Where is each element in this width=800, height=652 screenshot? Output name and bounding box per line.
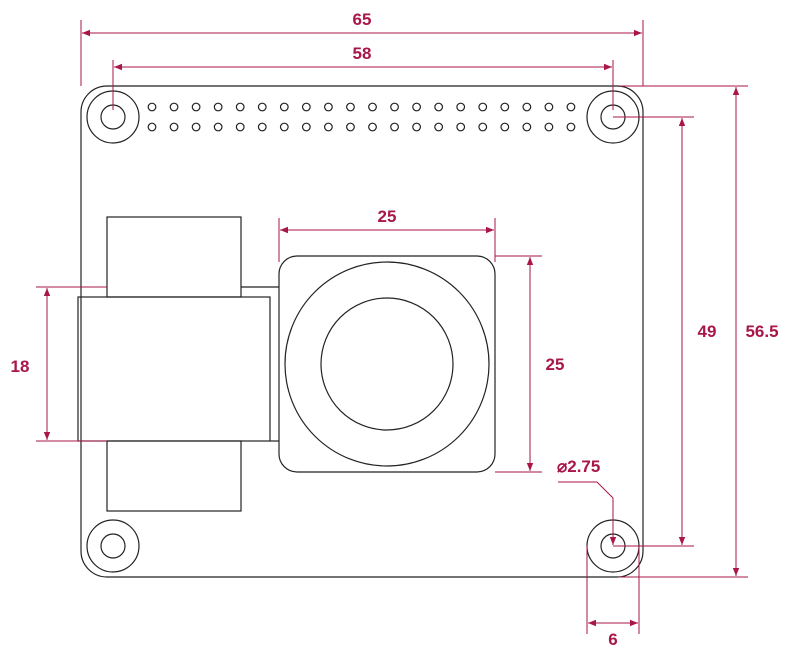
header-pin bbox=[279, 102, 289, 112]
lens-housing bbox=[284, 261, 490, 467]
header-pin bbox=[390, 122, 399, 132]
header-pin bbox=[368, 122, 377, 132]
gpio-header bbox=[147, 102, 576, 132]
header-pin bbox=[434, 102, 444, 112]
header-pin bbox=[324, 102, 333, 112]
header-pin bbox=[478, 102, 488, 112]
header-pin bbox=[147, 102, 157, 112]
svg-text:25: 25 bbox=[546, 355, 565, 374]
header-pin bbox=[324, 122, 333, 132]
svg-text:58: 58 bbox=[353, 44, 372, 63]
header-pin bbox=[456, 102, 466, 112]
svg-text:⌀2.75: ⌀2.75 bbox=[557, 457, 600, 476]
dimension-hole-diameter: ⌀2.75 bbox=[557, 457, 617, 545]
header-pin bbox=[147, 122, 157, 132]
lens bbox=[320, 297, 454, 431]
header-pin bbox=[257, 102, 267, 112]
mounting-hole bbox=[86, 519, 140, 573]
header-pin bbox=[390, 102, 399, 112]
header-pin bbox=[191, 122, 201, 132]
svg-text:65: 65 bbox=[353, 10, 372, 29]
header-pin bbox=[346, 122, 355, 132]
header-pin bbox=[235, 102, 245, 112]
header-pin bbox=[544, 102, 554, 112]
header-pin bbox=[456, 122, 466, 132]
header-pin bbox=[213, 102, 223, 112]
svg-text:18: 18 bbox=[11, 357, 30, 376]
svg-text:25: 25 bbox=[378, 207, 397, 226]
dimension-hole-spacing-x: 58 bbox=[112, 44, 614, 110]
header-pin bbox=[566, 102, 576, 112]
header-pin bbox=[412, 122, 422, 132]
header-pin bbox=[301, 122, 311, 132]
dimension-hole-spacing-y: 49 bbox=[613, 116, 717, 547]
header-pin bbox=[235, 122, 245, 132]
header-pin bbox=[412, 102, 422, 112]
header-pin bbox=[169, 122, 179, 132]
dimension-camera-height: 25 bbox=[495, 255, 565, 473]
dimension-hole-offset: 6 bbox=[586, 546, 640, 649]
dimension-board-width: 65 bbox=[80, 10, 644, 86]
dimension-connector-height: 18 bbox=[11, 286, 107, 442]
header-pin bbox=[301, 102, 311, 112]
camera-module bbox=[278, 255, 496, 473]
header-pin bbox=[522, 122, 532, 132]
header-pin bbox=[478, 122, 488, 132]
header-pin bbox=[368, 102, 377, 112]
header-pin bbox=[566, 122, 576, 132]
ribbon-connector bbox=[77, 216, 279, 512]
svg-text:6: 6 bbox=[608, 630, 617, 649]
dimension-camera-width: 25 bbox=[278, 207, 496, 262]
header-pin bbox=[500, 122, 510, 132]
header-pin bbox=[500, 102, 510, 112]
svg-text:56.5: 56.5 bbox=[745, 322, 778, 341]
header-pin bbox=[213, 122, 223, 132]
mounting-holes bbox=[86, 90, 640, 573]
header-pin bbox=[522, 102, 532, 112]
svg-text:49: 49 bbox=[698, 322, 717, 341]
header-pin bbox=[279, 122, 289, 132]
header-pin bbox=[434, 122, 444, 132]
header-pin bbox=[346, 102, 355, 112]
header-pin bbox=[191, 102, 201, 112]
board-outline bbox=[80, 85, 644, 578]
dimension-board-height: 56.5 bbox=[620, 85, 779, 578]
header-pin bbox=[544, 122, 554, 132]
header-pin bbox=[169, 102, 179, 112]
header-pin bbox=[257, 122, 267, 132]
